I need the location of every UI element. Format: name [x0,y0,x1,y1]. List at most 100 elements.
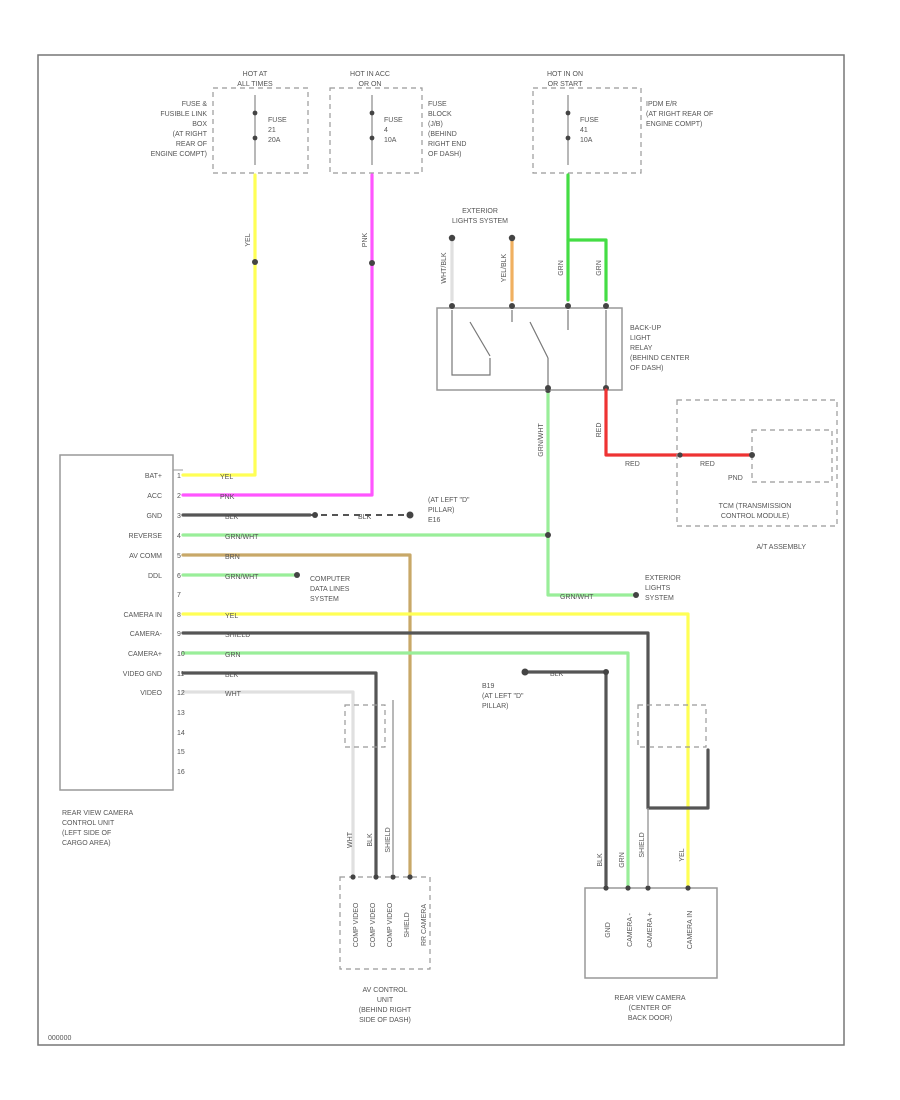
wire-label-red-vert: RED [596,423,603,438]
control-unit-label-3: (LEFT SIDE OF [62,830,111,837]
connector-ddl [294,572,300,578]
connector-yel-blk [508,234,516,242]
fuse-2-desc-2: BLOCK [428,111,452,118]
wire-label-av-blk: BLK [367,833,374,847]
camera-label-2: (CENTER OF [629,1005,672,1012]
wire-label-grn-wht-ext: GRN/WHT [560,594,594,601]
fuse-3-number: 41 [580,127,588,134]
fuse-2-hot-line2: OR ON [359,81,382,88]
exterior2-label-1: EXTERIOR [645,575,681,582]
relay-label-4: (BEHIND CENTER [630,355,690,362]
wire-label-blk-gnd2: BLK [358,514,372,521]
exterior2-label-2: LIGHTS [645,585,671,592]
control-unit-pin-number: 16 [177,769,185,776]
fuse-2-terminal-bottom [369,135,375,141]
exterior2-label-3: SYSTEM [645,595,674,602]
fuse-3-outline [532,87,642,174]
camera-shield-braid [637,704,707,748]
fuse-3-rating: 10A [580,137,593,144]
control-unit-pin-number: 12 [177,690,185,697]
wire-blk-cam-gnd [523,670,608,887]
av-label-4: SIDE OF DASH) [359,1017,411,1024]
control-unit-pin-label: REVERSE [129,533,163,540]
fuse-3-desc-2: (AT RIGHT REAR OF [646,111,713,118]
control-unit-pin-number: 15 [177,749,185,756]
wire-label-grn-wht-vert: GRN/WHT [538,423,545,457]
ground-b-code: B19 [482,683,495,690]
camera-label-3: BACK DOOR) [628,1015,672,1022]
wire-yel-camera-in [181,612,690,887]
wire-label-grn-cam: GRN [225,652,241,659]
fuse-box-2: HOT IN ACC OR ON FUSE 4 10A FUSE BLOCK (… [329,71,466,174]
computer-label-2: DATA LINES [310,586,350,593]
control-unit-label-2: CONTROL UNIT [62,820,115,827]
control-unit-pin-label: BAT+ [145,473,162,480]
fuse-2-desc-6: OF DASH) [428,151,461,158]
fuse-1-number: 21 [268,127,276,134]
rear-view-camera-control-unit [59,454,183,791]
connector-wht-blk [448,234,456,242]
control-unit-pin-number: 5 [177,553,181,560]
wire-grn-relay-coil [566,238,608,302]
control-unit-pin-number: 7 [177,592,181,599]
control-unit-pin-label: AV COMM [129,553,162,560]
fuse-1-desc-2: FUSIBLE LINK [160,111,207,118]
computer-label-1: COMPUTER [310,576,350,583]
fuse-1-label: FUSE [268,117,287,124]
relay-label-5: OF DASH) [630,365,663,372]
wire-blk-video-gnd [181,671,378,877]
control-unit-pin-number: 14 [177,730,185,737]
fuse-2-label: FUSE [384,117,403,124]
relay-label-1: BACK-UP [630,325,661,332]
connector-exterior-lights [633,592,639,598]
connector-pnk-acc [369,260,375,266]
control-unit-pin-label: CAMERA IN [123,612,162,619]
wire-grn-camera-plus [181,651,630,887]
control-unit-pin-label: GND [146,513,162,520]
wire-pnk-acc [181,173,374,497]
wire-label-av-shield: SHIELD [385,827,392,852]
wire-label-wht: WHT [225,691,242,698]
control-unit-pin-label: VIDEO GND [123,671,162,678]
control-unit-label-1: REAR VIEW CAMERA [62,810,134,817]
fuse-2-desc-5: RIGHT END [428,141,466,148]
av-unit-pin-label: COMP VIDEO [353,902,360,947]
backup-light-relay [436,303,623,391]
fuse-3-hot-line2: OR START [548,81,583,88]
control-unit-pin-number: 6 [177,573,181,580]
fuse-2-desc-4: (BEHIND [428,131,457,138]
relay-exterior-2: LIGHTS SYSTEM [452,218,508,225]
control-unit-pin-number: 1 [177,473,181,480]
control-unit-pin-number: 9 [177,631,181,638]
connector-cam-gnd [603,669,609,675]
ground-a-code: E16 [428,517,441,524]
tcm-label-2: CONTROL MODULE) [721,513,789,520]
fuse-2-rating: 10A [384,137,397,144]
fuse-3-hot-line1: HOT IN ON [547,71,583,78]
control-unit-pin-number: 8 [177,612,181,619]
av-unit-pin-label: RR CAMERA [421,904,428,946]
fuse-2-number: 4 [384,127,388,134]
camera-pin-label: CAMERA + [647,912,654,948]
control-unit-pin-label: CAMERA- [130,631,163,638]
ground-a-label-1: (AT LEFT "D" [428,497,470,504]
relay-exterior-1: EXTERIOR [462,208,498,215]
connector-yel-bat [252,259,258,265]
fuse-1-rating: 20A [268,137,281,144]
av-label-1: AV CONTROL [363,987,408,994]
av-unit-pin-label: COMP VIDEO [387,902,394,947]
wire-label-grn-relay1: GRN [558,260,565,276]
computer-label-3: SYSTEM [310,596,339,603]
wire-label-shield: SHIELD [225,632,250,639]
fuse-3-terminal-top [565,110,571,116]
control-unit-pin-label: DDL [148,573,162,580]
ground-a-label-2: PILLAR) [428,507,454,514]
fuse-box-3: HOT IN ON OR START FUSE 41 10A IPDM E/R … [532,71,713,174]
wire-label-yel-cam: YEL [225,613,238,620]
tcm-assembly: A/T ASSEMBLY [756,544,806,551]
fuse-1-hot-line2: ALL TIMES [237,81,273,88]
connector-gnd-a [312,512,318,518]
control-unit-pin-number: 4 [177,533,181,540]
wire-label-grn-wht-ddl: GRN/WHT [225,574,259,581]
fuse-2-desc-1: FUSE [428,101,447,108]
